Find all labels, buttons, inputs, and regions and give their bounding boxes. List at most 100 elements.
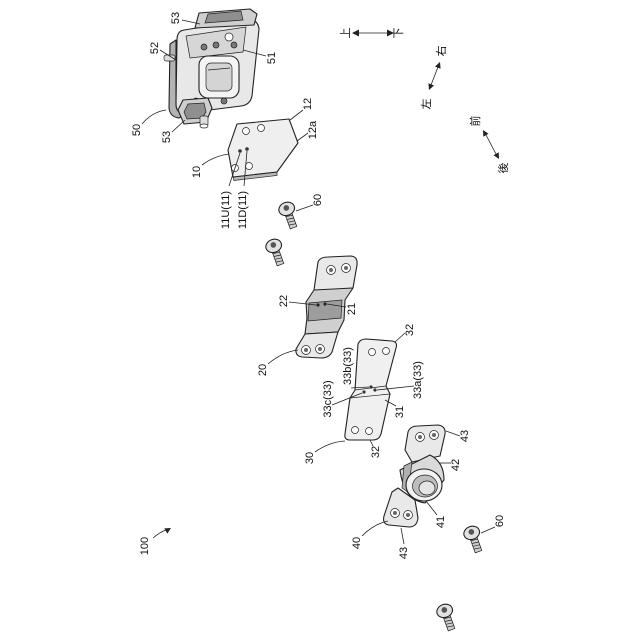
- label-43-upper: 43: [459, 430, 471, 442]
- screw-60-upper-a: [277, 200, 301, 230]
- label-32-lower: 32: [370, 446, 382, 458]
- plate-30-hole: [352, 427, 359, 434]
- label-43-lower: 43: [398, 547, 410, 559]
- hole-11U: [238, 149, 242, 153]
- assembly-50: [164, 9, 259, 128]
- direction-label-back: 後: [496, 163, 510, 174]
- direction-label-front: 前: [468, 116, 482, 127]
- label-11D: 11D(11): [237, 191, 249, 229]
- hinge-20-hole-inner: [344, 266, 348, 270]
- hole-33c: [362, 390, 365, 393]
- plate-10: [228, 119, 298, 181]
- bracket-40-hole-inner: [393, 511, 397, 515]
- leader-line: [426, 501, 437, 515]
- label-11U: 11U(11): [220, 191, 232, 229]
- label-32-upper: 32: [404, 324, 416, 336]
- hole-33a: [373, 388, 376, 391]
- label-42: 42: [450, 459, 462, 471]
- leader-line: [481, 527, 495, 533]
- assembly-50-hole: [225, 33, 233, 41]
- leader-line: [290, 110, 303, 120]
- hinge-20-upper-leaf: [314, 256, 357, 292]
- hinge-20-hole-inner: [329, 268, 333, 272]
- label-12: 12: [302, 98, 314, 110]
- leader-line: [268, 350, 298, 364]
- direction-label-up: 上: [339, 28, 352, 39]
- label-31: 31: [394, 406, 406, 418]
- hinge-20-feature-21: [323, 302, 326, 305]
- hinge-20-feature-22: [316, 303, 319, 306]
- direction-indicators: 上 下 右 左 前 後: [339, 28, 510, 174]
- reference-100: 100: [139, 528, 171, 555]
- reference-100-arrowhead: [164, 528, 171, 534]
- label-33a: 33a(33): [412, 361, 424, 399]
- plate-30-hole: [366, 428, 373, 435]
- screw-60-lower-b: [435, 602, 459, 632]
- label-41: 41: [435, 516, 447, 528]
- assembly-50-hole: [221, 98, 227, 104]
- label-12a: 12a: [307, 120, 319, 139]
- label-33b: 33b(33): [342, 347, 354, 385]
- label-20: 20: [257, 364, 269, 376]
- leader-line: [296, 205, 313, 211]
- label-100: 100: [139, 537, 151, 555]
- direction-label-left: 左: [420, 99, 433, 110]
- leader-line: [446, 431, 460, 436]
- leader-line: [362, 521, 388, 536]
- direction-label-right: 右: [434, 46, 448, 57]
- label-50: 50: [131, 124, 143, 136]
- screw-60-lower-a: [462, 524, 486, 554]
- arrowhead-front: [483, 130, 489, 137]
- front-back-arrow-shaft: [486, 135, 496, 154]
- label-30: 30: [304, 452, 316, 464]
- assembly-50-window-slot: [206, 63, 232, 91]
- plate-30-hole: [383, 348, 390, 355]
- hinge-20-hole-inner: [304, 348, 308, 352]
- assembly-50-hole: [201, 44, 207, 50]
- plate-10-hole: [246, 163, 253, 170]
- right-left-arrow: 右 左: [420, 46, 448, 110]
- leader-line: [172, 120, 185, 132]
- hole-11D: [245, 147, 249, 151]
- label-10: 10: [191, 166, 203, 178]
- assembly-50-hole: [213, 42, 219, 48]
- assembly-50-hole: [231, 42, 237, 48]
- arrowhead-back: [494, 152, 500, 159]
- bracket-40-upper-leaf: [405, 425, 445, 462]
- leader-line: [142, 110, 166, 124]
- hinge-20-hole-inner: [318, 347, 322, 351]
- bracket-40-hole-inner: [432, 433, 436, 437]
- label-40: 40: [351, 537, 363, 549]
- screw-60-upper-b: [264, 237, 288, 267]
- plate-10-hole: [243, 128, 250, 135]
- right-left-arrow-shaft: [431, 67, 438, 85]
- plate-30-hole: [369, 349, 376, 356]
- label-53-upper: 53: [170, 12, 182, 24]
- label-21: 21: [346, 303, 358, 315]
- label-60-upper: 60: [312, 194, 324, 206]
- leader-line: [315, 441, 345, 452]
- bracket-40: [384, 425, 446, 527]
- hinge-20-lower-leaf: [296, 332, 338, 358]
- leader-line: [401, 528, 404, 544]
- bracket-40-hole-inner: [406, 513, 410, 517]
- leader-line: [370, 440, 373, 446]
- hole-33b: [369, 385, 372, 388]
- up-down-arrow: 上 下: [339, 28, 405, 39]
- arrowhead-up: [352, 30, 359, 37]
- label-52: 52: [149, 42, 161, 54]
- plate-10-hole: [258, 125, 265, 132]
- label-51: 51: [266, 52, 278, 64]
- cylinder-41-inner: [419, 481, 435, 495]
- label-22: 22: [278, 295, 290, 307]
- leader-line: [202, 154, 229, 165]
- assembly-50-pin-end: [200, 124, 208, 128]
- front-back-arrow: 前 後: [468, 116, 510, 174]
- bracket-40-hole-inner: [418, 435, 422, 439]
- reference-100-arrow: [153, 530, 166, 538]
- direction-label-down: 下: [393, 28, 405, 39]
- label-33c: 33c(33): [322, 380, 334, 417]
- label-60-lower: 60: [494, 515, 506, 527]
